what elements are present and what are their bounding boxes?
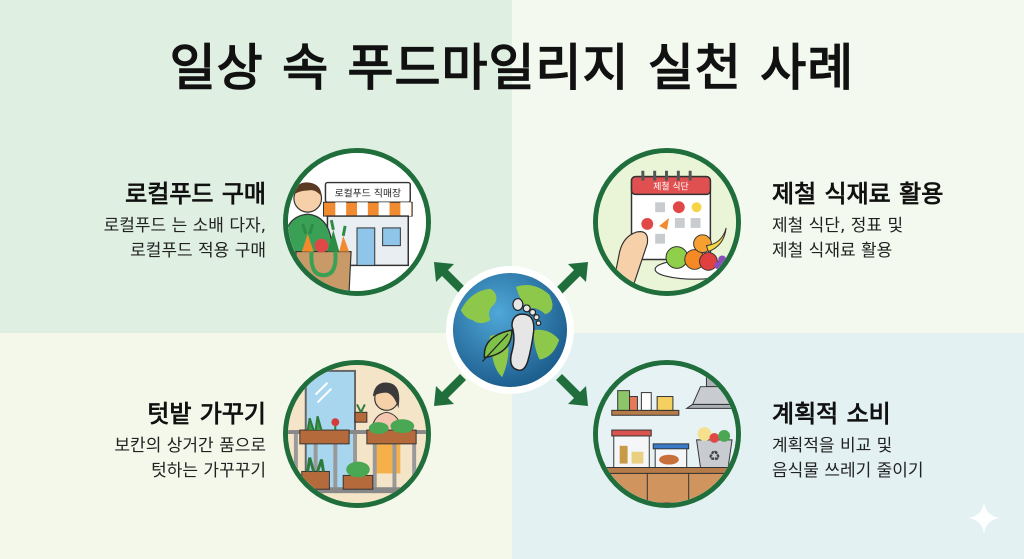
svg-text:♻: ♻	[708, 449, 720, 465]
seasonal-calendar-fruit-icon: 제철 식단	[593, 148, 741, 296]
item-desc-line1: 계획적을 비교 및	[772, 436, 893, 456]
store-sign-text: 로컬푸드 직매장	[335, 186, 402, 199]
globe-footprint-leaf-icon	[446, 266, 574, 394]
arrow-up-left-icon	[430, 258, 470, 298]
item-desc-line2: 음식물 쓰레기 줄이기	[772, 461, 924, 481]
sparkle-icon	[966, 500, 1002, 536]
background-top-right	[512, 0, 1024, 333]
item-heading: 로컬푸드 구매	[125, 180, 266, 208]
calendar-title-text: 제철 식단	[653, 181, 688, 192]
item-desc-line2: 텃하는 가꾸꾸기	[151, 461, 266, 481]
item-heading: 제철 식재료 활용	[772, 180, 944, 208]
background-top-left	[0, 0, 512, 333]
item-desc-line1: 로컬푸드 는 소배 다자,	[103, 216, 266, 236]
item-desc-line1: 보칸의 상거간 품으로	[114, 436, 266, 456]
label-garden: 텃밭 가꾸기 보칸의 상거간 품으로 텃하는 가꾸꾸기	[30, 398, 266, 484]
item-heading: 계획적 소비	[772, 400, 891, 428]
arrow-down-left-icon	[430, 370, 470, 410]
item-desc-line2: 로컬푸드 적용 구매	[130, 241, 266, 261]
kitchen-storage-recycle-icon: ♻	[593, 360, 741, 508]
label-local-food: 로컬푸드 구매 로컬푸드 는 소배 다자, 로컬푸드 적용 구매	[30, 178, 266, 264]
item-desc-line2: 제철 식재료 활용	[772, 241, 893, 261]
page-title: 일상 속 푸드마일리지 실천 사례	[169, 39, 855, 97]
item-heading: 텃밭 가꾸기	[147, 400, 266, 428]
arrow-down-right-icon	[552, 370, 592, 410]
label-planned-consumption: 계획적 소비 계획적을 비교 및 음식물 쓰레기 줄이기	[772, 398, 1012, 484]
arrow-up-right-icon	[552, 258, 592, 298]
label-seasonal: 제철 식재료 활용 제철 식단, 정표 및 제철 식재료 활용	[772, 178, 1012, 264]
item-desc-line1: 제철 식단, 정표 및	[772, 216, 904, 236]
local-food-store-icon: 로컬푸드 직매장	[283, 148, 431, 296]
balcony-garden-icon	[283, 360, 431, 508]
